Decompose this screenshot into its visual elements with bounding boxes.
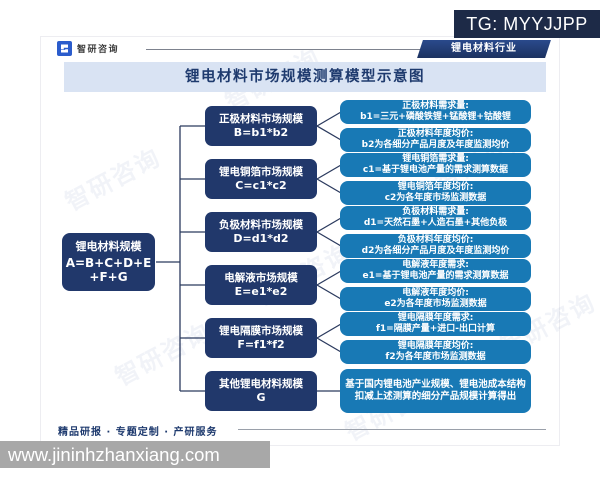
branch-name: 其他锂电材料规模 xyxy=(219,378,303,390)
detail-node: 锂电隔膜年度均价:f2为各年度市场监测数据 xyxy=(340,340,531,364)
root-node: 锂电材料规模 A=B+C+D+E+F+G xyxy=(62,233,155,291)
detail-desc: b2为各细分产品月度及年度监测均价 xyxy=(361,140,510,150)
detail-node: 锂电铜箔需求量:c1=基于锂电池产量的需求测算数据 xyxy=(340,153,531,177)
detail-title: 负极材料需求量: xyxy=(402,207,469,217)
detail-node: 电解液年度均价:e2为各年度市场监测数据 xyxy=(340,287,531,311)
brand-logo-icon xyxy=(57,41,72,56)
detail-node: 电解液年度需求:e1=基于锂电池产量的需求测算数据 xyxy=(340,259,531,283)
branch-formula: C=c1*c2 xyxy=(235,179,287,192)
industry-ribbon: 锂电材料行业 xyxy=(417,40,551,58)
branch-name: 电解液市场规模 xyxy=(224,272,298,284)
detail-desc: e2为各年度市场监测数据 xyxy=(384,299,487,309)
footer-tagline: 精品研报 · 专题定制 · 产研服务 xyxy=(58,427,218,438)
detail-desc: d2为各细分产品月度及年度监测均价 xyxy=(361,246,510,256)
branch-formula: B=b1*b2 xyxy=(233,126,289,139)
branch-name: 锂电隔膜市场规模 xyxy=(219,325,303,337)
branch-formula: F=f1*f2 xyxy=(237,338,285,351)
branch-formula: G xyxy=(256,391,266,404)
detail-title: 正极材料需求量: xyxy=(402,101,469,111)
branch-name: 正极材料市场规模 xyxy=(219,113,303,125)
brand-logo-label: 智研咨询 xyxy=(77,45,120,55)
detail-title: 锂电铜箔需求量: xyxy=(402,154,469,164)
detail-node: 锂电铜箔年度均价:c2为各年度市场监测数据 xyxy=(340,181,531,205)
detail-title: 正极材料年度均价: xyxy=(397,129,474,139)
detail-desc: c2为各年度市场监测数据 xyxy=(384,193,487,203)
detail-title: 电解液年度需求: xyxy=(402,260,469,270)
branch-name: 负极材料市场规模 xyxy=(219,219,303,231)
detail-node: 锂电隔膜年度需求:f1=隔膜产量+进口-出口计算 xyxy=(340,312,531,336)
detail-title: 锂电铜箔年度均价: xyxy=(397,182,474,192)
detail-desc: f1=隔膜产量+进口-出口计算 xyxy=(376,324,495,334)
detail-node: 负极材料需求量:d1=天然石墨+人造石墨+其他负极 xyxy=(340,206,531,230)
footer-divider xyxy=(238,429,546,430)
detail-title: 负极材料年度均价: xyxy=(397,235,474,245)
header-divider xyxy=(146,49,420,50)
root-node-formula: A=B+C+D+E+F+G xyxy=(65,256,152,284)
detail-title: 锂电隔膜年度需求: xyxy=(397,313,474,323)
detail-desc: f2为各年度市场监测数据 xyxy=(385,352,486,362)
detail-node: 正极材料需求量:b1=三元+磷酸铁锂+锰酸锂+钴酸锂 xyxy=(340,100,531,124)
industry-ribbon-label: 锂电材料行业 xyxy=(451,43,517,54)
detail-desc: d1=天然石墨+人造石墨+其他负极 xyxy=(363,218,508,228)
detail-node: 基于国内锂电池产业规模、锂电池成本结构扣减上述测算的细分产品规模计算得出 xyxy=(340,369,531,413)
detail-title: 电解液年度均价: xyxy=(402,288,469,298)
detail-title: 锂电隔膜年度均价: xyxy=(397,341,474,351)
branch-formula: E=e1*e2 xyxy=(234,285,288,298)
root-node-name: 锂电材料规模 xyxy=(75,240,142,253)
page-title: 锂电材料市场规模测算模型示意图 xyxy=(64,62,546,92)
detail-desc: e1=基于锂电池产量的需求测算数据 xyxy=(362,271,509,281)
detail-node: 正极材料年度均价:b2为各细分产品月度及年度监测均价 xyxy=(340,128,531,152)
brand-logo: 智研咨询 xyxy=(57,41,119,56)
detail-desc: b1=三元+磷酸铁锂+锰酸锂+钴酸锂 xyxy=(360,112,511,122)
branch-formula: D=d1*d2 xyxy=(233,232,289,245)
tg-watermark-badge: TG: MYYJJPP xyxy=(454,10,600,38)
detail-desc: c1=基于锂电池产量的需求测算数据 xyxy=(362,165,509,175)
watermark-url-bar: www.jininhzhanxiang.com xyxy=(0,441,270,468)
detail-desc: 基于国内锂电池产业规模、锂电池成本结构扣减上述测算的细分产品规模计算得出 xyxy=(345,378,526,403)
detail-node: 负极材料年度均价:d2为各细分产品月度及年度监测均价 xyxy=(340,234,531,258)
branch-name: 锂电铜箔市场规模 xyxy=(219,166,303,178)
